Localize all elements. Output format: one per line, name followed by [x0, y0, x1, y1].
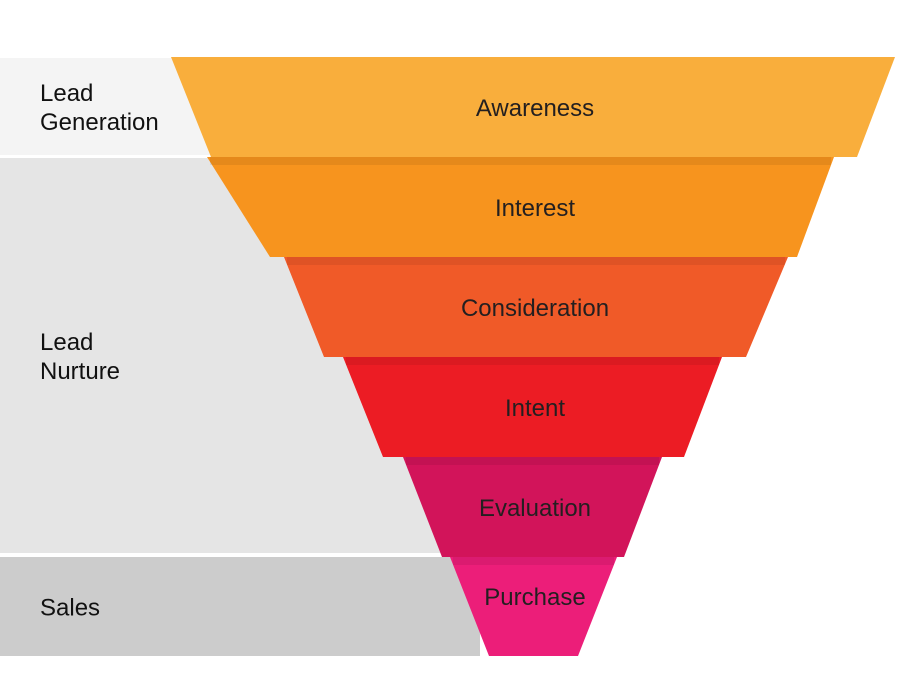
- segment-shadow: [287, 257, 785, 265]
- stage-label: Intent: [505, 395, 565, 422]
- funnel-segment: [207, 157, 834, 257]
- phase-background: [0, 557, 480, 656]
- phase-label: Nurture: [40, 358, 120, 385]
- phase-band: Sales: [0, 557, 480, 656]
- funnel-segment: [450, 557, 617, 656]
- stage-label: Awareness: [476, 95, 594, 122]
- phase-label: Lead: [40, 329, 93, 356]
- funnel-stage-purchase: Purchase: [450, 557, 617, 656]
- funnel-stage-intent: Intent: [343, 357, 722, 457]
- stage-label: Consideration: [461, 295, 609, 322]
- segment-shadow: [346, 357, 719, 365]
- funnel-stage-awareness: Awareness: [171, 57, 895, 157]
- funnel-segment: [171, 57, 895, 157]
- funnel-segment: [284, 257, 788, 357]
- stage-label: Purchase: [484, 584, 585, 611]
- phase-label: Sales: [40, 595, 100, 622]
- funnel-stage-evaluation: Evaluation: [403, 457, 662, 557]
- segment-shadow: [406, 457, 659, 465]
- funnel-segment: [343, 357, 722, 457]
- phase-label: Generation: [40, 109, 159, 136]
- funnel-stage-consideration: Consideration: [284, 257, 788, 357]
- phase-label: Lead: [40, 80, 93, 107]
- segment-shadow: [210, 157, 831, 165]
- stage-label: Evaluation: [479, 495, 591, 522]
- funnel-segment: [403, 457, 662, 557]
- funnel-stage-interest: Interest: [207, 157, 834, 257]
- segment-shadow: [453, 557, 614, 565]
- stage-label: Interest: [495, 195, 575, 222]
